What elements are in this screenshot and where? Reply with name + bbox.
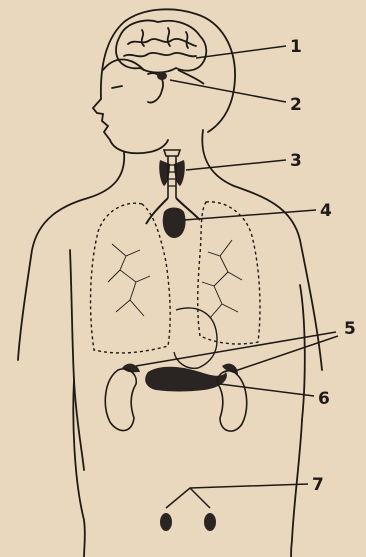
body-outline [18, 9, 322, 557]
label-7: 7 [312, 475, 324, 495]
label-6: 6 [318, 389, 330, 409]
face-profile [93, 99, 168, 153]
pancreas [145, 367, 227, 392]
leader-4 [184, 210, 316, 220]
right-arm-inner [300, 285, 305, 420]
leader-3 [186, 160, 286, 170]
right-torso [291, 420, 302, 557]
left-gonad [160, 513, 172, 531]
pituitary-gland [157, 72, 167, 80]
leader-6 [220, 384, 314, 396]
leader-5a [136, 332, 336, 366]
leader-1 [196, 46, 286, 58]
right-gonad [204, 513, 216, 531]
label-1: 1 [290, 37, 302, 57]
leader-2 [170, 80, 286, 102]
leader-7 [166, 484, 308, 508]
thymus-gland [146, 198, 200, 238]
label-4: 4 [320, 201, 332, 221]
left-kidney [105, 369, 136, 431]
eye [112, 86, 122, 88]
label-2: 2 [290, 95, 302, 115]
thyroid-gland [159, 150, 185, 198]
label-3: 3 [290, 151, 302, 171]
brain [116, 21, 206, 73]
lung-texture [108, 240, 242, 318]
stomach-outline [174, 308, 217, 368]
label-5: 5 [344, 319, 356, 339]
left-arm-inner [70, 250, 84, 470]
